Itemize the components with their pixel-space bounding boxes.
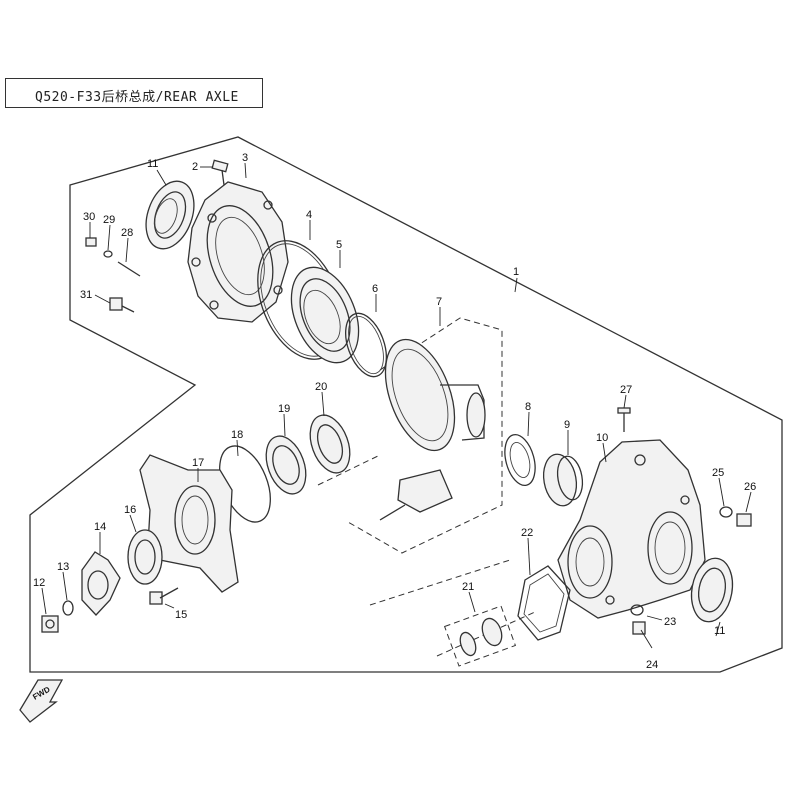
callout-9: 9 (564, 419, 570, 431)
callout-28: 28 (121, 227, 133, 239)
callout-22: 22 (521, 527, 533, 539)
part-28-stud (117, 261, 141, 277)
callout-19: 19 (278, 403, 290, 415)
callout-23: 23 (664, 616, 676, 628)
callout-11-top: 11 (147, 158, 158, 170)
callout-30: 30 (83, 211, 95, 223)
callout-5: 5 (336, 239, 342, 251)
part-5-bearing (290, 266, 360, 364)
assembly-outline (29, 136, 783, 673)
callout-14: 14 (94, 521, 106, 533)
part-6-ring (345, 312, 387, 378)
callout-31: 31 (80, 289, 92, 301)
callout-18: 18 (231, 429, 243, 441)
callout-labels: 1 2 3 4 5 6 7 8 9 10 11 11 12 13 14 15 1… (33, 152, 756, 671)
callout-21: 21 (462, 581, 474, 593)
callout-4: 4 (306, 209, 312, 221)
part-20-lock-nut (309, 414, 351, 474)
part-25-washer (719, 506, 733, 518)
callout-26: 26 (744, 481, 756, 493)
part-2-bolt (211, 159, 229, 186)
callout-20: 20 (315, 381, 327, 393)
callout-6: 6 (372, 283, 378, 295)
part-7-pinion-gear (379, 469, 453, 521)
callout-2: 2 (192, 161, 198, 173)
callout-25: 25 (712, 467, 724, 479)
callout-7: 7 (436, 296, 442, 308)
callout-8: 8 (525, 401, 531, 413)
part-10-main-housing (557, 439, 706, 619)
part-24-drain-plug (632, 621, 646, 635)
leader-lines (41, 162, 752, 649)
part-14-output-flange (81, 551, 121, 616)
diagram-title: Q520-F33后桥总成/REAR AXLE (35, 90, 239, 105)
part-9-needle-bearing (542, 453, 584, 507)
callout-1: 1 (513, 266, 519, 278)
part-7-ring-gear (384, 338, 486, 452)
part-15-bolt (149, 587, 179, 605)
callout-12: 12 (33, 577, 45, 589)
part-26-plug (736, 513, 752, 527)
callout-15: 15 (175, 609, 187, 621)
part-3-cover-housing (187, 181, 289, 323)
part-12-flange-nut (41, 615, 59, 633)
part-30-nut (85, 237, 97, 247)
part-31-bolt (109, 297, 135, 313)
part-16-oil-seal (127, 529, 163, 585)
part-29-washer (103, 250, 113, 258)
part-13-washer (62, 600, 74, 616)
part-19-bearing (265, 435, 307, 495)
callout-3: 3 (242, 152, 248, 164)
callout-24: 24 (646, 659, 658, 671)
part-22-cover-gasket (517, 565, 571, 641)
callout-10: 10 (596, 432, 608, 444)
callout-17: 17 (192, 457, 204, 469)
part-27-breather (617, 407, 631, 432)
part-11-seal-top (145, 180, 195, 250)
callout-13: 13 (57, 561, 69, 573)
title-box (5, 78, 263, 108)
part-8-gasket (504, 433, 536, 487)
part-23-washer (630, 604, 644, 616)
callout-16: 16 (124, 504, 136, 516)
callout-27: 27 (620, 384, 632, 396)
callout-29: 29 (103, 214, 115, 226)
fwd-arrow-icon: FWD (19, 679, 64, 723)
callout-11-bottom: 11 (714, 625, 725, 637)
part-11-seal-bottom (690, 557, 734, 623)
part-21-bushing-set (443, 605, 517, 667)
